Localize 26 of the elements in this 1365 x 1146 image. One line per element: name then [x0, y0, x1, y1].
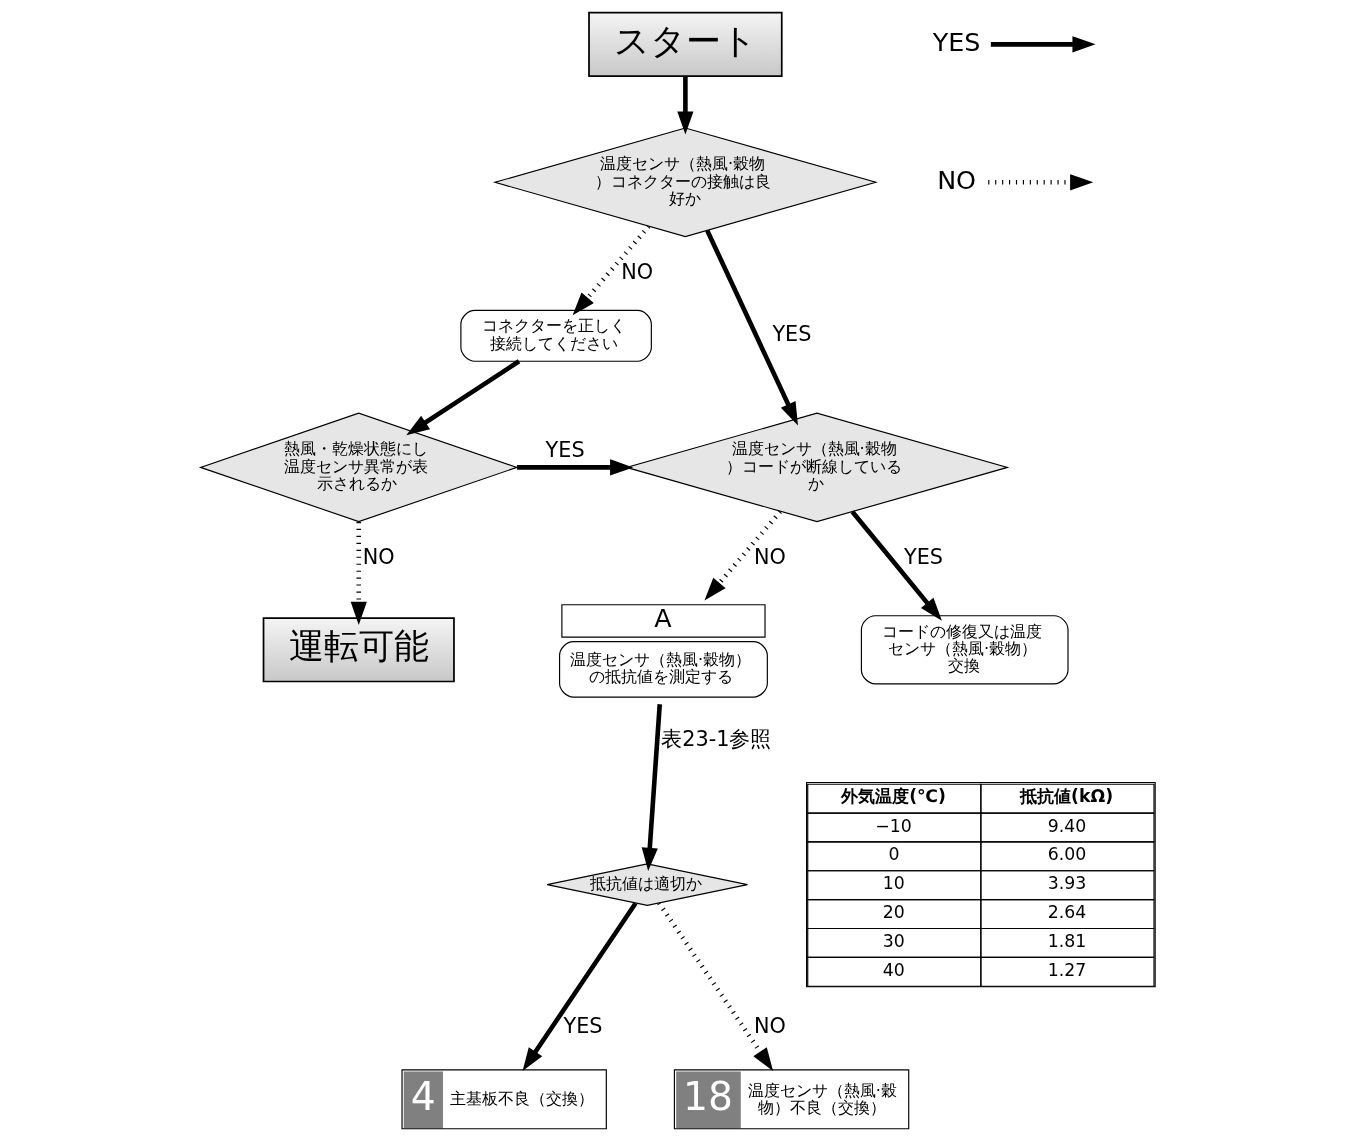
label: 9.40: [1047, 815, 1087, 836]
edge-label: 表23-1参照: [661, 727, 772, 752]
label: −10: [875, 815, 912, 836]
edge-label: NO: [754, 544, 786, 569]
label: 20: [882, 902, 905, 923]
edge-label: YES: [772, 321, 812, 346]
label: 40: [882, 959, 905, 980]
edge-label: YES: [903, 544, 943, 569]
label: 外気温度(℃): [841, 785, 946, 806]
label: 0: [888, 844, 900, 865]
edge-label: YES: [563, 1014, 603, 1039]
label: 2.64: [1047, 902, 1087, 923]
label: 抵抗値(kΩ): [1020, 785, 1114, 806]
edge-label: YES: [545, 438, 585, 463]
legend-label: YES: [932, 26, 981, 57]
label: 1.81: [1047, 930, 1087, 951]
label: 6.00: [1047, 844, 1087, 865]
label: 1.27: [1047, 959, 1087, 980]
edge-label: NO: [362, 544, 395, 569]
label: 10: [882, 873, 905, 894]
edge-label: NO: [754, 1014, 786, 1039]
node-label: A: [654, 603, 672, 634]
label: 3.93: [1047, 873, 1087, 894]
legend-label: NO: [937, 164, 977, 195]
label: 30: [882, 930, 905, 951]
edge-label: NO: [621, 259, 654, 284]
